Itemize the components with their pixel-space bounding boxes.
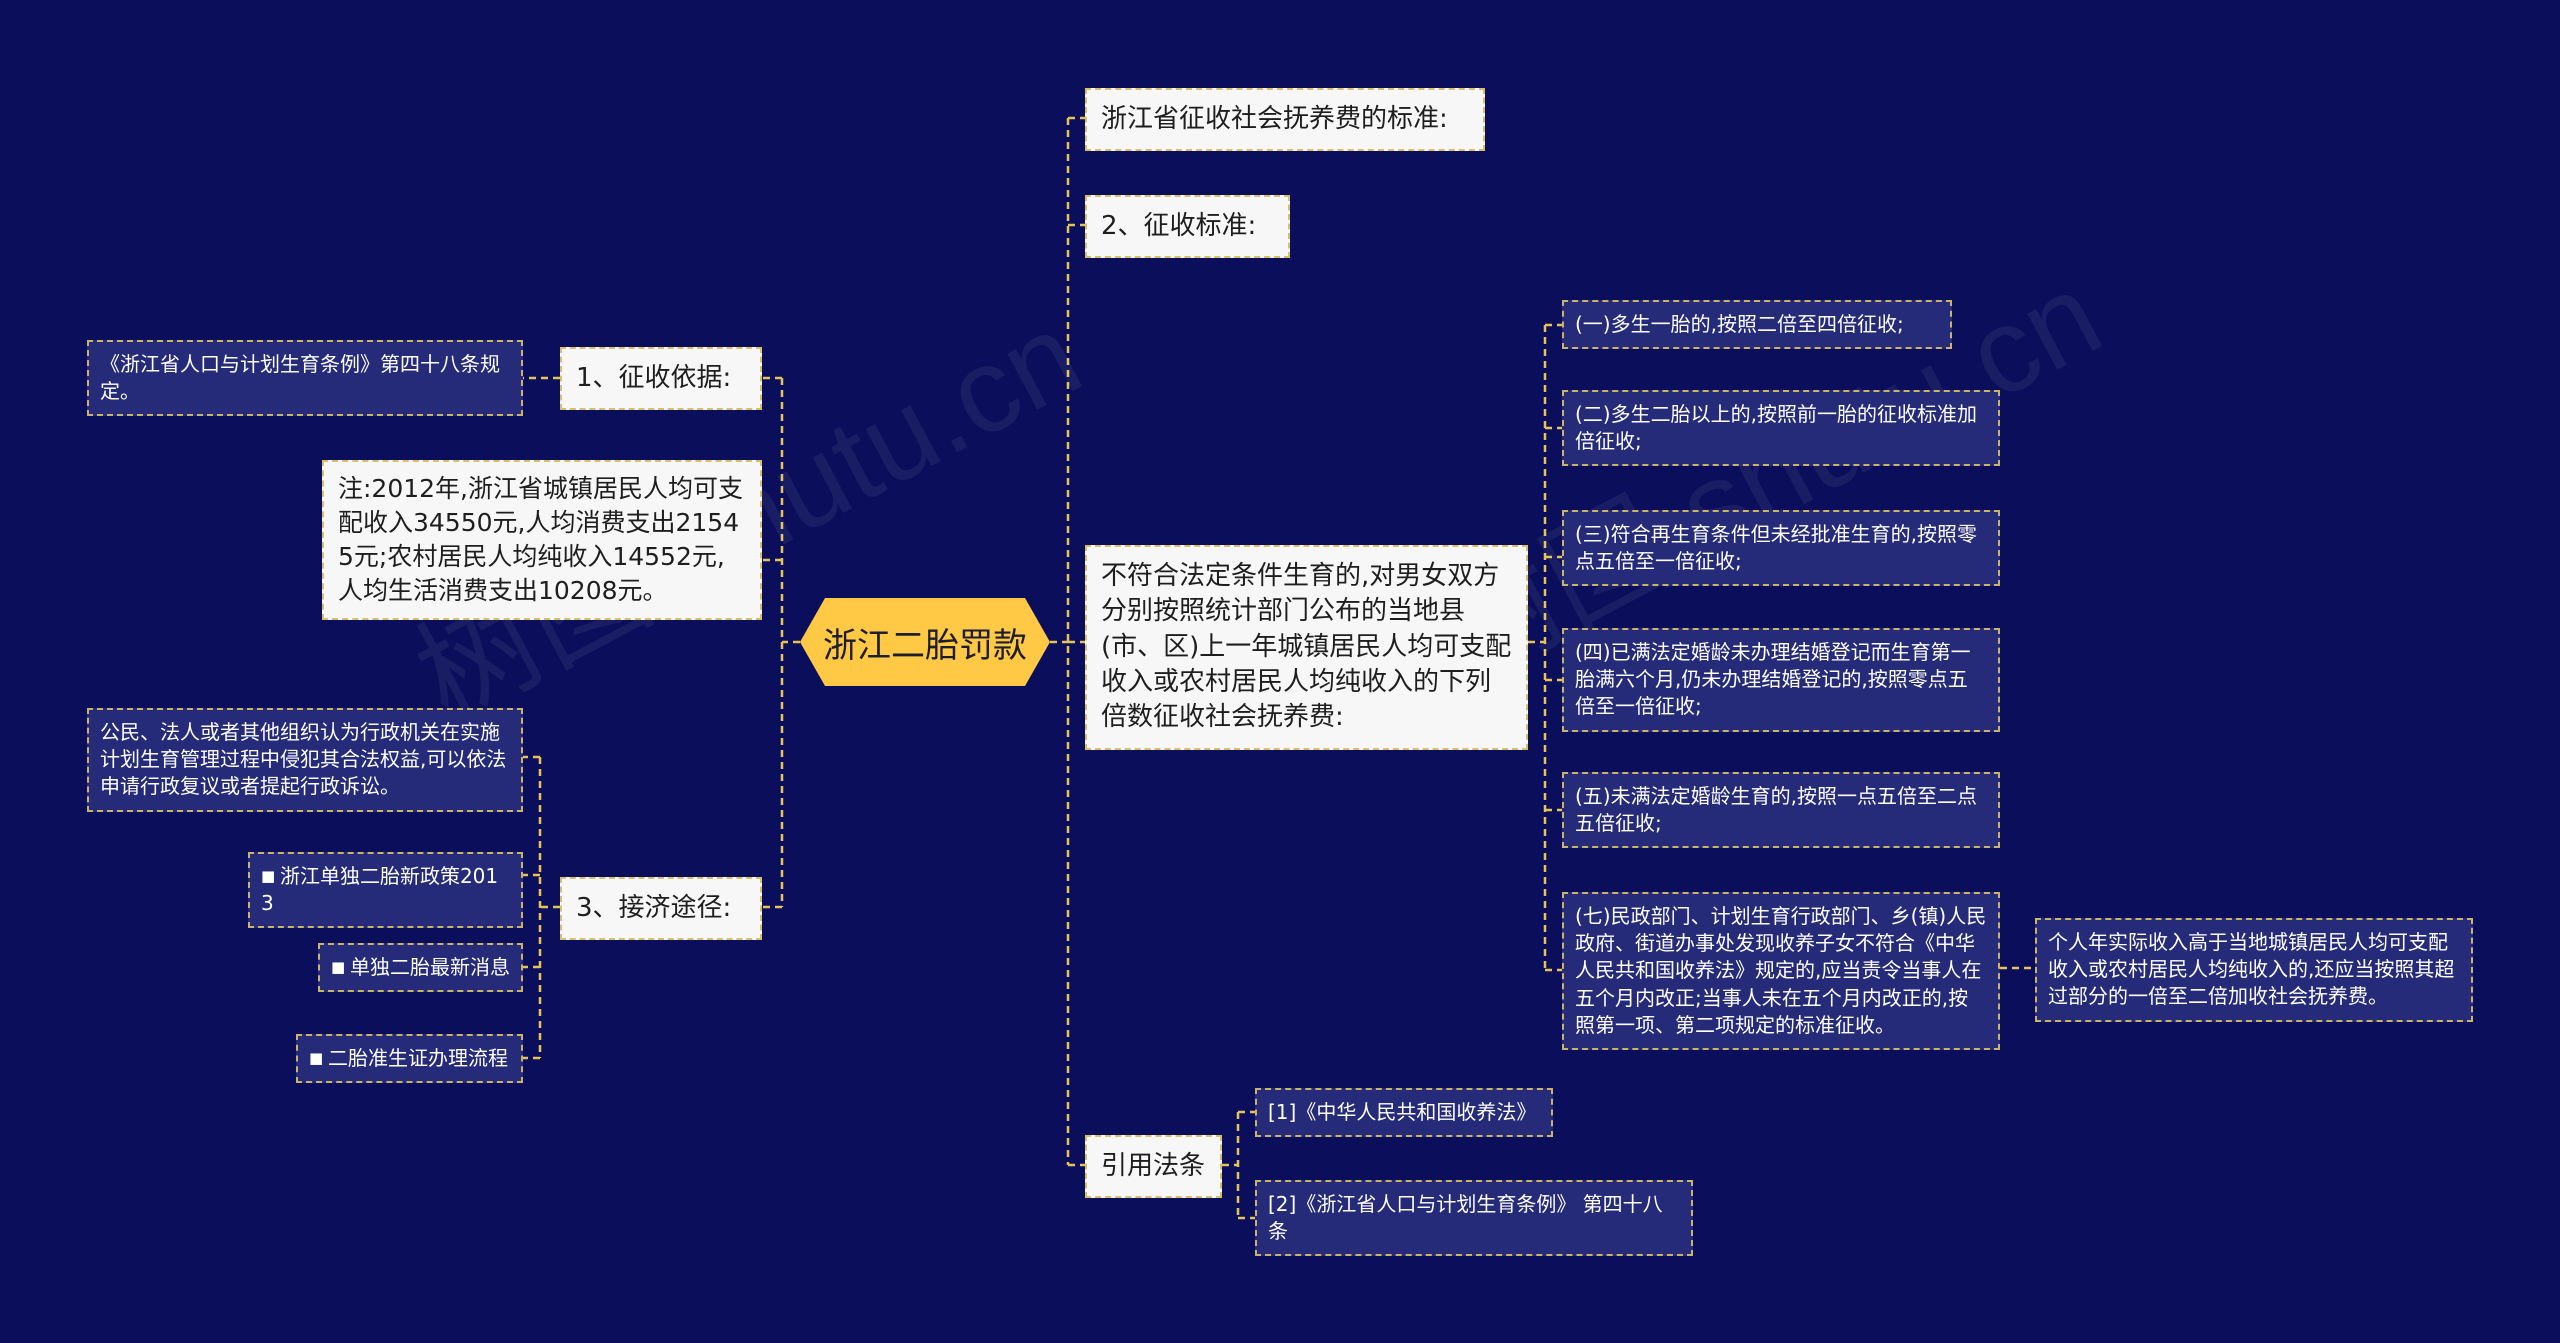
income-note-node[interactable]: 注:2012年,浙江省城镇居民人均可支配收入34550元,人均消费支出21545… bbox=[322, 460, 762, 620]
rule-item-3[interactable]: (三)符合再生育条件但未经批准生育的,按照零点五倍至一倍征收; bbox=[1562, 510, 2000, 587]
rule-item-4[interactable]: (四)已满法定婚龄未办理结婚登记而生育第一胎满六个月,仍未办理结婚登记的,按照零… bbox=[1562, 628, 2000, 732]
main-rule-node[interactable]: 不符合法定条件生育的,对男女双方分别按照统计部门公布的当地县(市、区)上一年城镇… bbox=[1085, 545, 1528, 750]
relief-link-label: 单独二胎最新消息 bbox=[349, 955, 510, 979]
basis-child-node[interactable]: 《浙江省人口与计划生育条例》第四十八条规定。 bbox=[87, 340, 523, 417]
rule-extra-note[interactable]: 个人年实际收入高于当地城镇居民人均可支配收入或农村居民人均纯收入的,还应当按照其… bbox=[2035, 918, 2473, 1022]
relief-link-permit-process[interactable]: 二胎准生证办理流程 bbox=[296, 1034, 523, 1084]
ref-item-2[interactable]: [2]《浙江省人口与计划生育条例》 第四十八条 bbox=[1255, 1180, 1693, 1257]
rule-item-7[interactable]: (七)民政部门、计划生育行政部门、乡(镇)人民政府、街道办事处发现收养子女不符合… bbox=[1562, 892, 2000, 1050]
relief-child-lawsuit[interactable]: 公民、法人或者其他组织认为行政机关在实施计划生育管理过程中侵犯其合法权益,可以依… bbox=[87, 708, 523, 812]
rule-item-5[interactable]: (五)未满法定婚龄生育的,按照一点五倍至二点五倍征收; bbox=[1562, 772, 2000, 849]
ref-item-1[interactable]: [1]《中华人民共和国收养法》 bbox=[1255, 1088, 1553, 1138]
basis-node[interactable]: 1、征收依据: bbox=[560, 347, 762, 411]
center-topic[interactable]: 浙江二胎罚款 bbox=[800, 598, 1050, 686]
standard2-node[interactable]: 2、征收标准: bbox=[1085, 195, 1290, 259]
relief-link-latest-news[interactable]: 单独二胎最新消息 bbox=[318, 943, 523, 993]
relief-link-label: 浙江单独二胎新政策2013 bbox=[261, 864, 499, 916]
relief-node[interactable]: 3、接济途径: bbox=[560, 877, 762, 941]
standard-title-node[interactable]: 浙江省征收社会抚养费的标准: bbox=[1085, 88, 1485, 152]
rule-item-1[interactable]: (一)多生一胎的,按照二倍至四倍征收; bbox=[1562, 300, 1952, 350]
rule-item-2[interactable]: (二)多生二胎以上的,按照前一胎的征收标准加倍征收; bbox=[1562, 390, 2000, 467]
relief-link-new-policy[interactable]: 浙江单独二胎新政策2013 bbox=[248, 852, 523, 929]
relief-link-label: 二胎准生证办理流程 bbox=[327, 1046, 508, 1070]
refs-node[interactable]: 引用法条 bbox=[1085, 1135, 1222, 1199]
